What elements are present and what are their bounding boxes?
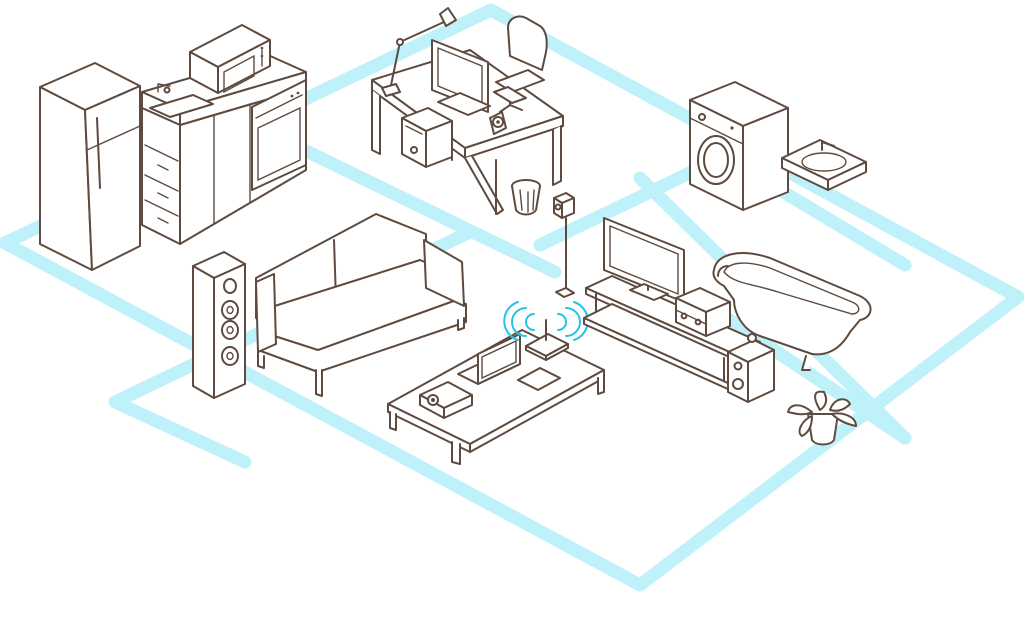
sofa-icon — [255, 213, 467, 397]
speaker-icon — [727, 333, 775, 403]
bathtub-icon — [712, 252, 872, 371]
floor-speaker-icon — [192, 251, 246, 399]
microwave-icon — [189, 24, 271, 94]
keyboard-icon — [493, 86, 527, 104]
waste-basket-icon — [511, 179, 541, 216]
laptop-icon — [457, 333, 521, 385]
monitor-icon — [431, 39, 491, 116]
refrigerator-icon — [39, 62, 141, 271]
dishwasher-icon — [251, 79, 307, 191]
webcam-icon — [489, 111, 507, 135]
wifi-router-icon — [525, 319, 569, 361]
satellite-speaker-icon — [553, 192, 575, 298]
kitchen-sink-icon — [149, 83, 214, 118]
desk-lamp-icon — [381, 7, 457, 97]
projector-icon — [419, 381, 473, 419]
wash-basin-icon — [781, 139, 867, 191]
potted-plant-icon — [787, 390, 857, 446]
av-receiver-icon — [675, 287, 731, 337]
washing-machine-icon — [689, 81, 789, 211]
pc-tower-icon — [401, 107, 453, 168]
tablet-icon — [517, 367, 561, 391]
